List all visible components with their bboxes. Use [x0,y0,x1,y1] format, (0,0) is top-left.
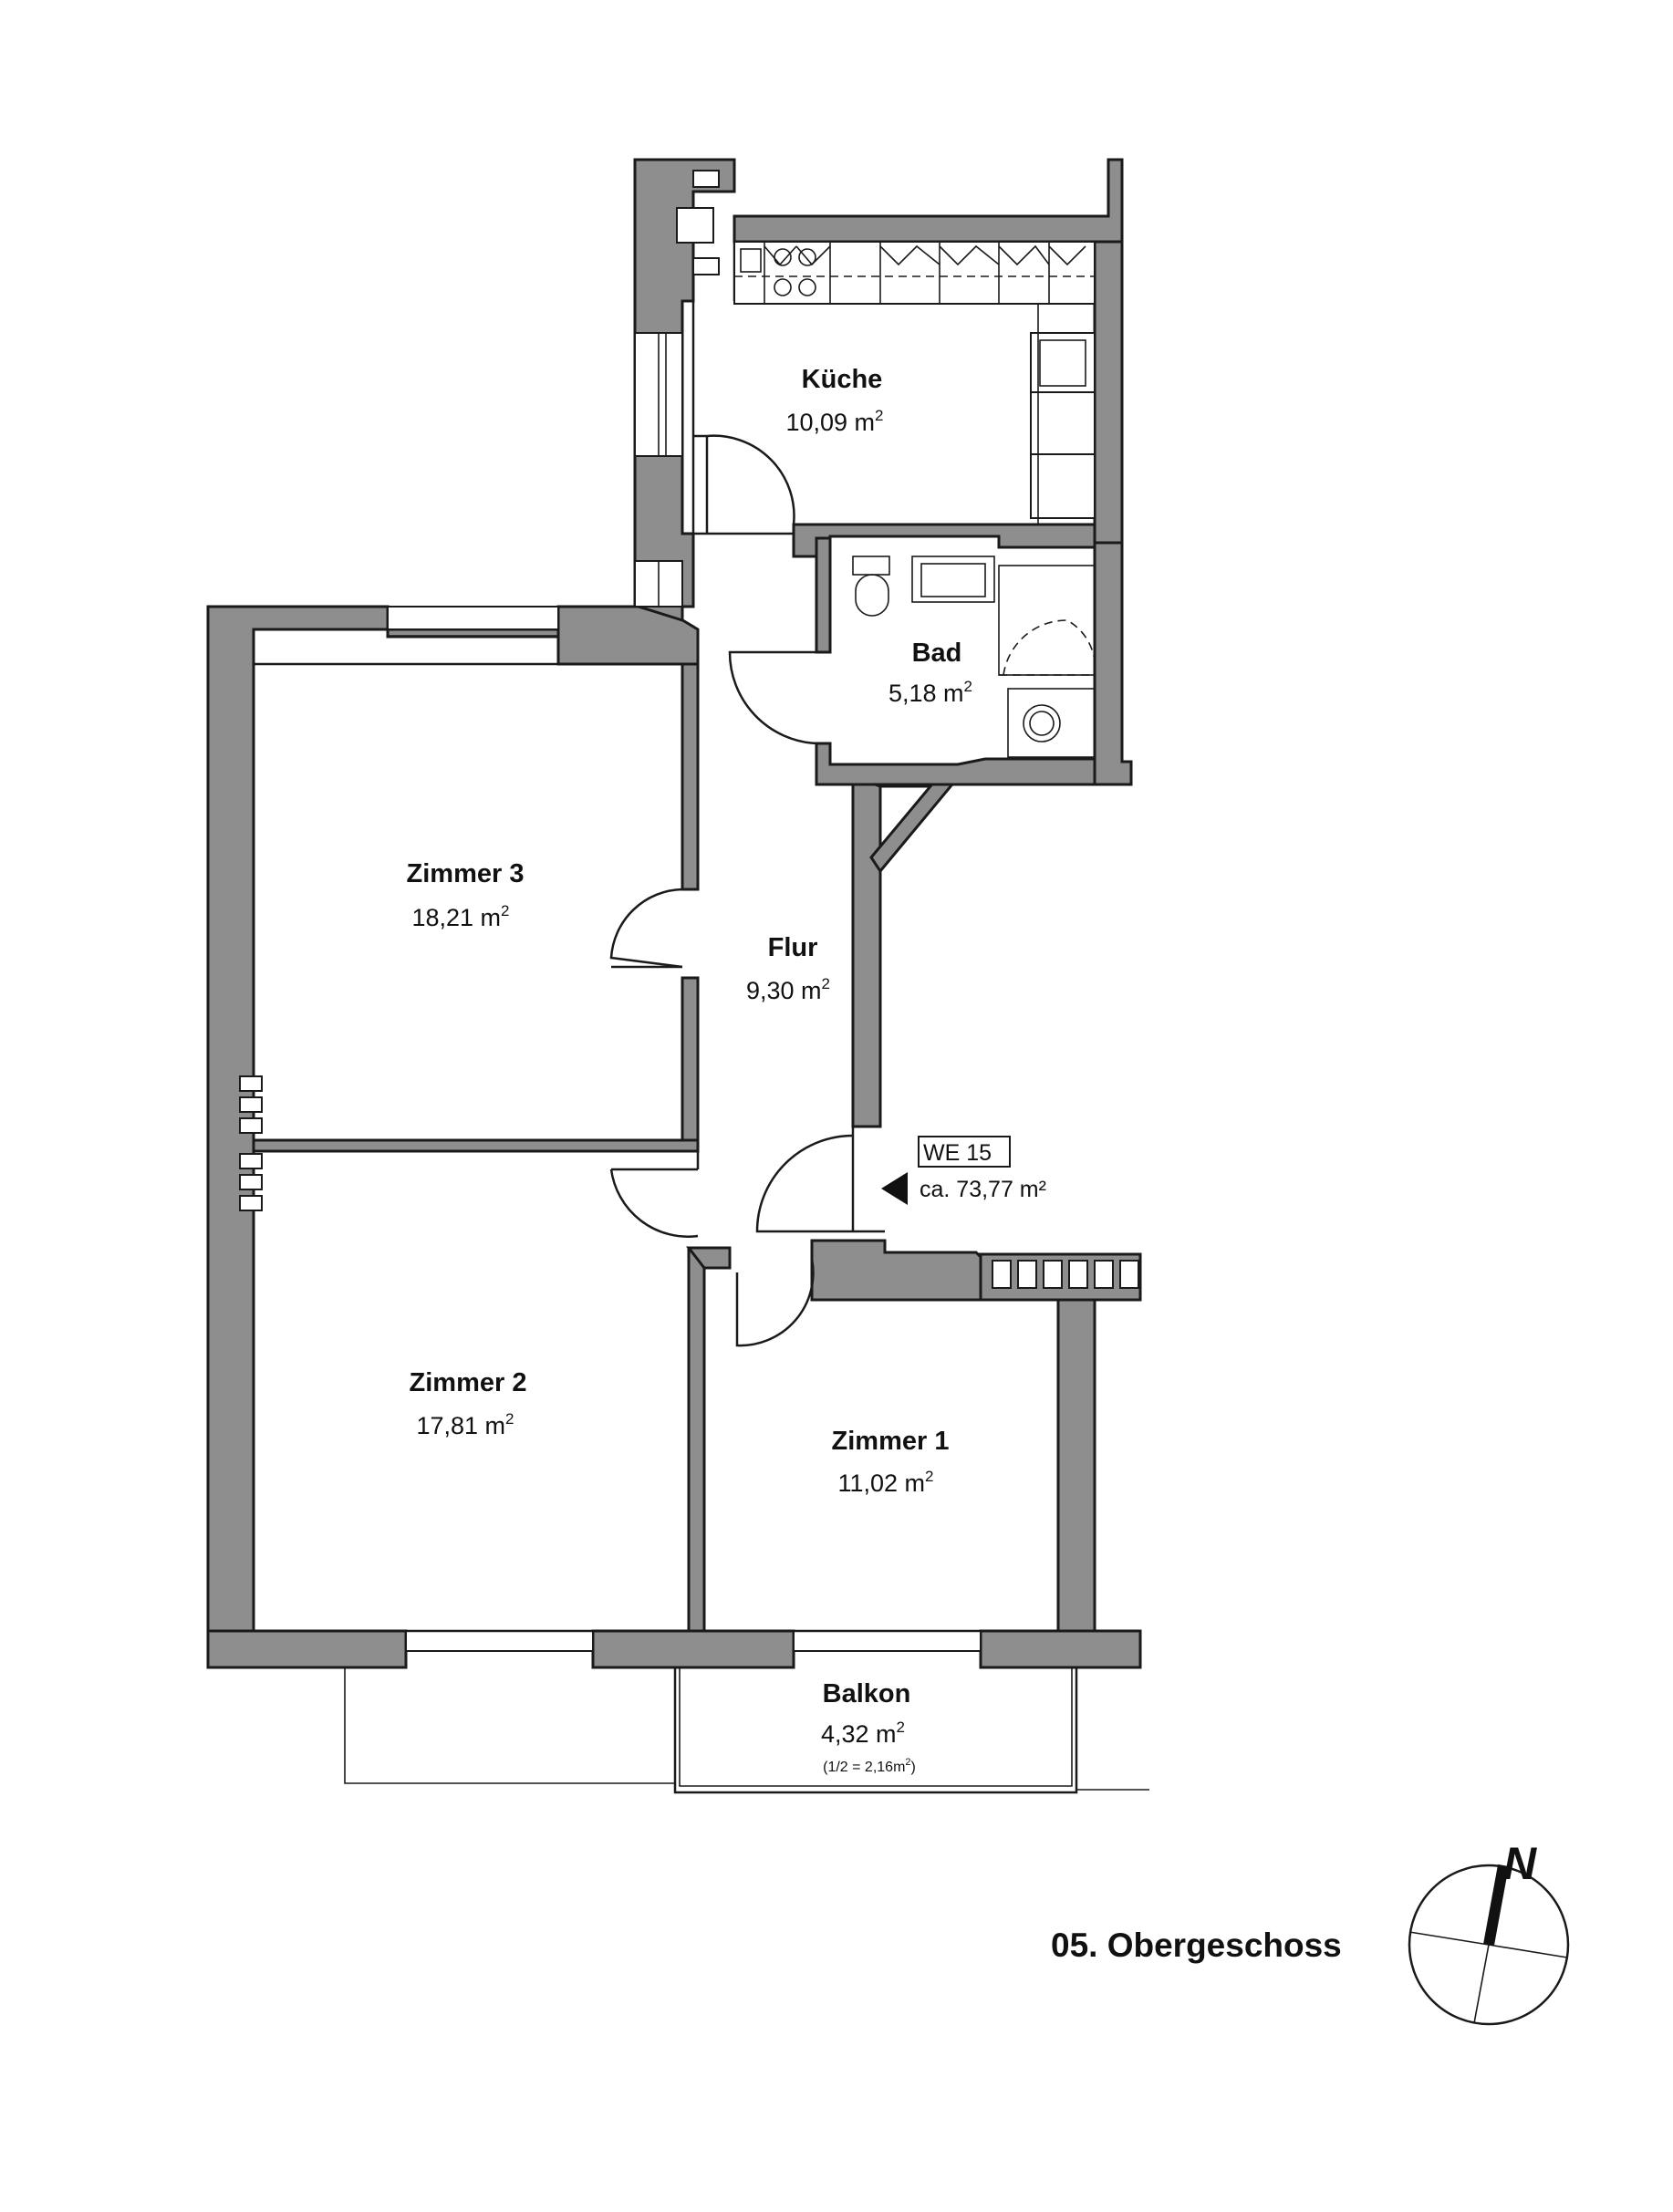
svg-text:(1/2 = 2,16m2): (1/2 = 2,16m2) [823,1757,916,1775]
bathroom-fixtures [852,556,1096,758]
doors [609,434,885,1347]
north-label: N [1503,1838,1537,1889]
kitchen-counter [733,241,1096,524]
chimney-flues-right [992,1260,1139,1289]
wall-z3-flur [681,662,700,891]
wall-bottom-right [979,1629,1142,1669]
room-label-flur: Flur 9,30 m2 [746,933,830,1004]
unit-area: ca. 73,77 m² [920,1177,1046,1202]
room-area-zimmer2: 17,81 m [416,1412,505,1439]
wall-bottom-left [206,1629,408,1669]
room-name-kueche: Küche [802,365,883,394]
svg-text:5,18 m2: 5,18 m2 [888,678,972,707]
room-label-zimmer2: Zimmer 2 17,81 m2 [410,1368,527,1439]
chimney-flues-left [239,1075,263,1211]
room-name-zimmer1: Zimmer 1 [832,1427,950,1456]
room-label-kueche: Küche 10,09 m2 [785,365,883,436]
wall-right-zimmer1 [1056,1298,1096,1633]
area-unit-sup: 2 [875,407,883,424]
room-label-bad: Bad 5,18 m2 [888,639,972,707]
unit-label: WE 15 ca. 73,77 m² [881,1136,1046,1205]
room-name-zimmer3: Zimmer 3 [407,859,525,888]
compass-icon: N [1408,1838,1570,2026]
area-unit-sup: 2 [925,1468,933,1485]
svg-text:18,21 m2: 18,21 m2 [411,902,509,931]
room-area-kueche: 10,09 m [785,409,875,436]
room-area-zimmer3: 18,21 m [411,904,501,931]
area-unit-sup: 2 [822,975,830,992]
unit-id: WE 15 [923,1140,992,1166]
wall-kitchen-right [1093,240,1124,545]
interior-lines [254,242,1060,1633]
wall-bottom-middle [591,1629,795,1669]
wall-kitchen-left [633,158,736,623]
north-needle-icon [1483,1864,1509,1947]
wall-top-zimmer1-a [810,1239,982,1302]
wall-bad-left [815,536,832,654]
svg-text:10,09 m2: 10,09 m2 [785,407,883,436]
room-name-flur: Flur [768,933,818,962]
wall-bad-left-lower [815,742,1096,786]
unit-id-box [918,1136,1011,1168]
svg-text:17,81 m2: 17,81 m2 [416,1410,514,1439]
entrance-arrow-icon [881,1172,908,1205]
floor-label: 05. Obergeschoss [1051,1926,1342,1964]
room-area-bad: 5,18 m [888,680,964,707]
room-name-balkon: Balkon [823,1679,911,1708]
wall-left [206,605,390,1633]
wall-bad-right [1093,541,1133,786]
area-unit-sup: 2 [905,1757,910,1768]
wall-kitchen-bottom [792,523,1096,558]
balcony [344,1667,1149,1794]
svg-text:9,30 m2: 9,30 m2 [746,975,830,1004]
room-label-zimmer3: Zimmer 3 18,21 m2 [407,859,525,931]
wall-kitchen-top [733,158,1124,244]
area-unit-sup: 2 [964,678,972,695]
chimney-flues [676,170,720,275]
balkon-note-end: ) [911,1760,916,1775]
room-label-balkon: Balkon 4,32 m2 (1/2 = 2,16m2) [821,1679,916,1775]
wall-z2-z1-stub [685,1246,732,1270]
area-unit-sup: 2 [505,1410,514,1428]
wall-z3-flur-lower [681,976,700,1153]
room-area-zimmer1: 11,02 m [837,1469,925,1497]
room-name-bad: Bad [912,639,962,668]
area-unit-sup: 2 [501,902,509,919]
room-area-balkon: 4,32 m [821,1720,897,1748]
room-label-zimmer1: Zimmer 1 11,02 m2 [832,1427,950,1497]
room-name-zimmer2: Zimmer 2 [410,1368,527,1397]
area-unit-sup: 2 [897,1719,905,1736]
wall-flur-bad-right [851,778,882,1128]
svg-text:11,02 m2: 11,02 m2 [837,1468,933,1497]
svg-text:4,32 m2: 4,32 m2 [821,1719,905,1748]
wall-z3-z2 [252,1138,700,1153]
room-area-flur: 9,30 m [746,977,822,1004]
wall-z2-flur [687,1246,706,1633]
balkon-note: (1/2 = 2,16m [823,1760,905,1775]
